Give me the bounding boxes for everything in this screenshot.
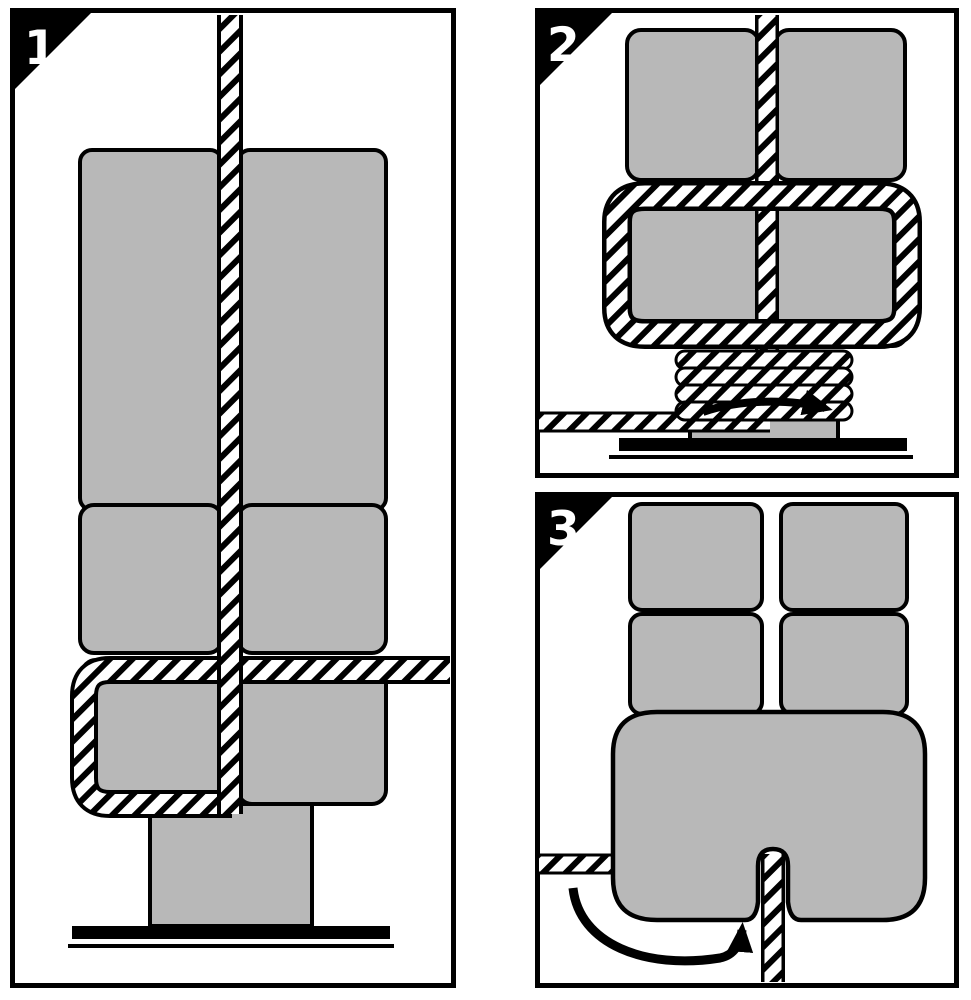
bale-block [628, 612, 764, 716]
bale-block [779, 502, 909, 612]
binding-rope-wrap [602, 181, 922, 349]
panel-step-1: 1 [10, 8, 456, 988]
bale-block [628, 502, 764, 612]
pull-direction-arrow [568, 887, 754, 966]
pedestal-post [148, 802, 314, 928]
corner-badge [537, 10, 615, 88]
panel-step-3: 3 [535, 492, 959, 988]
panel-step-2: 2 [535, 8, 959, 478]
bale-block [236, 503, 388, 655]
bale-block [78, 148, 224, 512]
bale-block [625, 28, 761, 182]
step-number: 3 [547, 502, 580, 557]
corner-badge [537, 494, 615, 572]
cinched-sack [610, 709, 928, 923]
bale-block [236, 148, 388, 512]
bale-block [773, 28, 907, 182]
corner-badge [12, 10, 94, 92]
ground-bar [68, 926, 394, 948]
ground-bar [609, 438, 913, 459]
step-number: 2 [547, 18, 580, 73]
bale-stack [628, 502, 909, 716]
bale-block [78, 503, 224, 655]
binding-rope-wrap [70, 656, 450, 818]
bale-stack [623, 28, 909, 348]
bale-block [779, 612, 909, 716]
step-number: 1 [24, 21, 57, 76]
winding-direction-arrow [701, 389, 833, 416]
